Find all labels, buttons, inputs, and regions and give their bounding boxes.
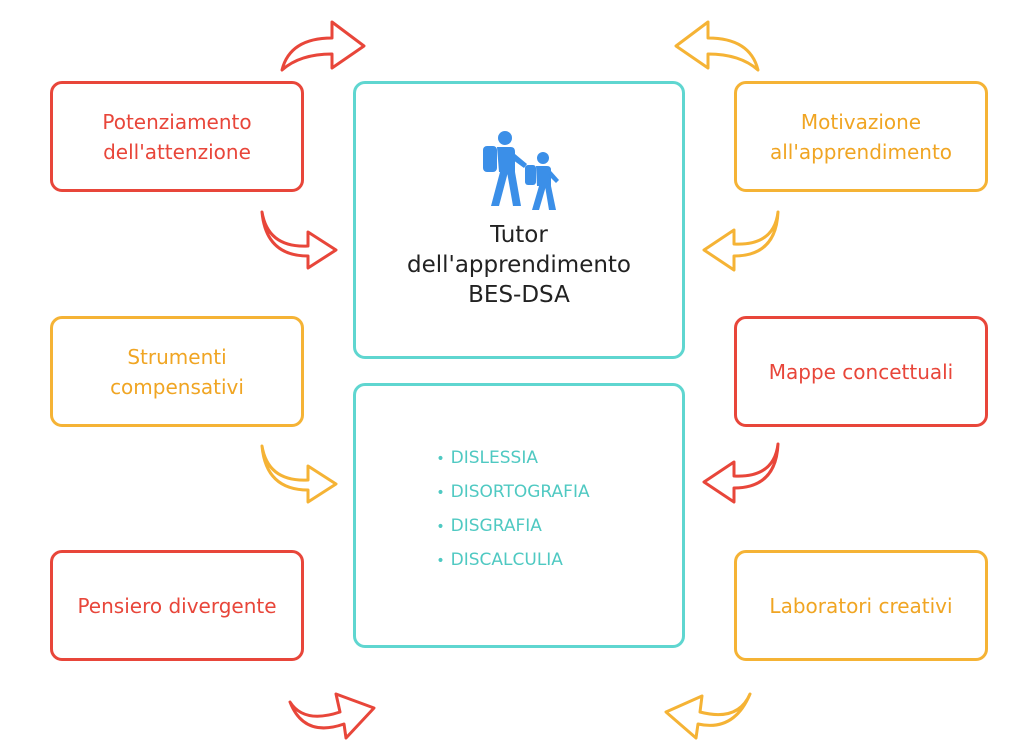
curved-arrow-icon [674, 20, 760, 72]
box-label: Potenziamento dell'attenzione [102, 109, 252, 164]
list-item: •DISCALCULIA [436, 549, 563, 570]
box-mappe-concettuali: Mappe concettuali [734, 316, 988, 427]
curved-arrow-icon [260, 444, 338, 504]
box-pensiero-divergente: Pensiero divergente [50, 550, 304, 661]
curved-arrow-icon [702, 442, 780, 504]
curved-arrow-icon [260, 210, 338, 270]
center-list-box: •DISLESSIA •DISORTOGRAFIA •DISGRAFIA •DI… [353, 383, 685, 648]
list-item: •DISGRAFIA [436, 515, 542, 536]
curved-arrow-icon [664, 692, 752, 740]
box-label: Strumenti compensativi [110, 344, 244, 399]
center-title: Tutor dell'apprendimento BES-DSA [406, 222, 632, 308]
box-motivazione-apprendimento: Motivazione all'apprendimento [734, 81, 988, 192]
curved-arrow-icon [280, 20, 366, 72]
curved-arrow-icon [288, 692, 376, 740]
box-label: Motivazione all'apprendimento [769, 109, 953, 164]
center-tutor-box: Tutor dell'apprendimento BES-DSA [353, 81, 685, 359]
walking-students-icon [483, 131, 559, 210]
list-item: •DISLESSIA [436, 447, 538, 468]
box-potenziamento-attenzione: Potenziamento dell'attenzione [50, 81, 304, 192]
box-label: Mappe concettuali [768, 359, 954, 384]
box-strumenti-compensativi: Strumenti compensativi [50, 316, 304, 427]
list-item: •DISORTOGRAFIA [436, 481, 590, 502]
box-label: Pensiero divergente [77, 593, 277, 618]
curved-arrow-icon [702, 210, 780, 272]
box-label: Laboratori creativi [769, 593, 953, 618]
disorder-list: •DISLESSIA •DISORTOGRAFIA •DISGRAFIA •DI… [436, 442, 589, 578]
box-laboratori-creativi: Laboratori creativi [734, 550, 988, 661]
